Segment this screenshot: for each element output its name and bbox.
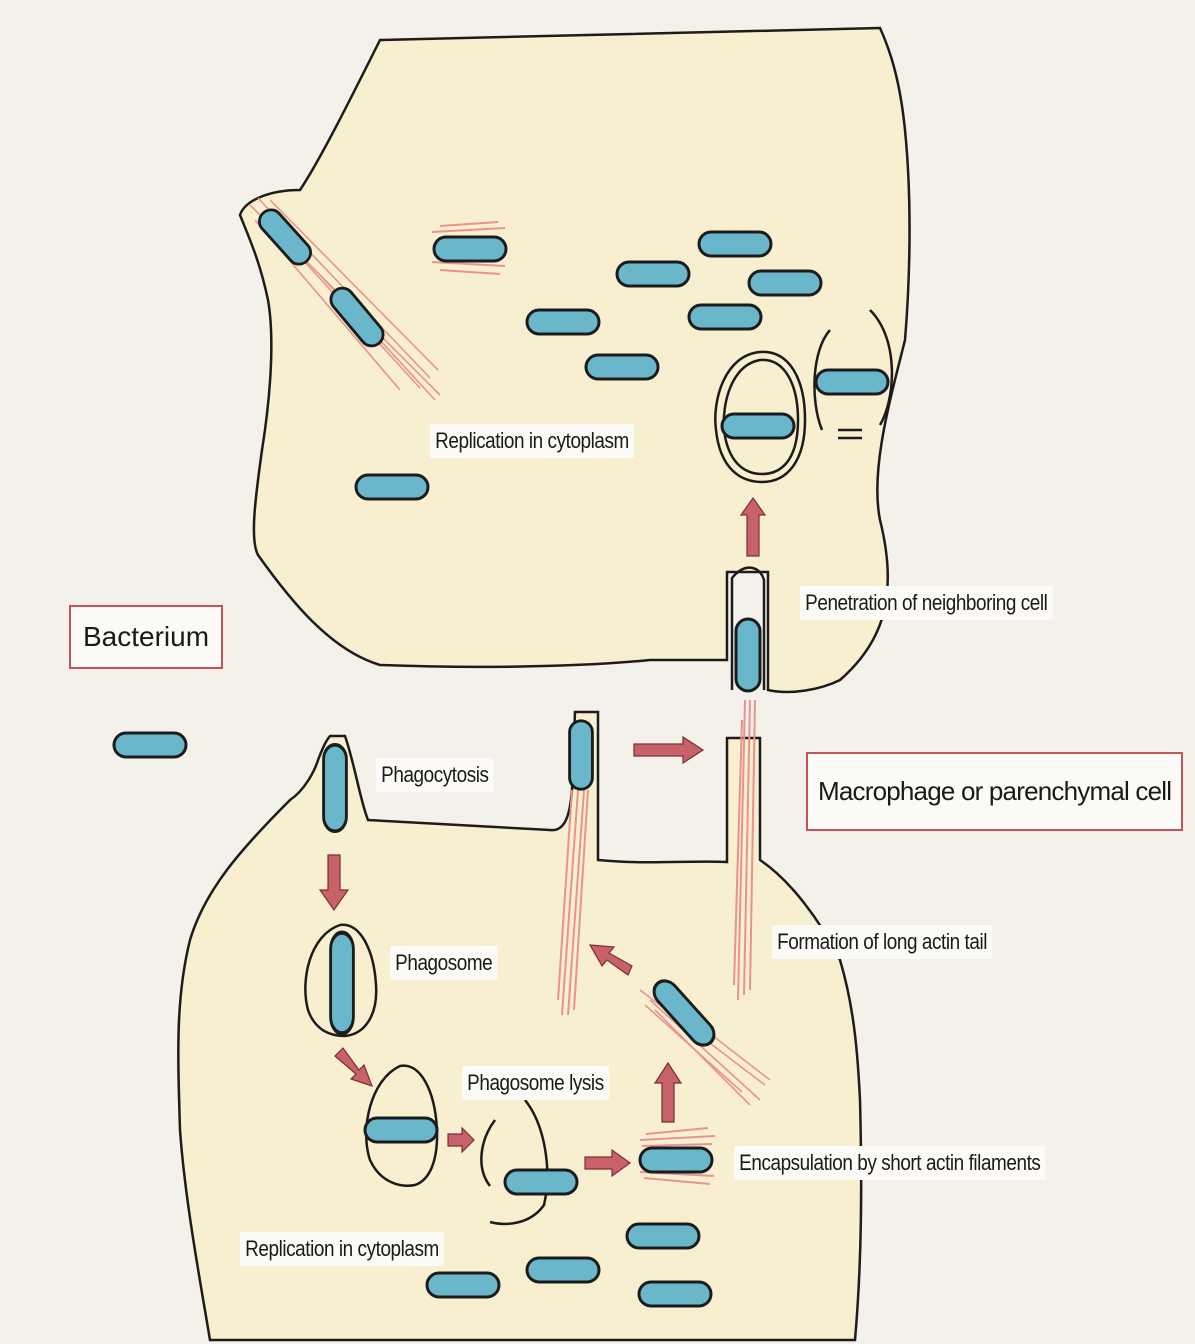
label-replication-top: Replication in cytoplasm <box>430 424 634 458</box>
label-phagocytosis: Phagocytosis <box>376 758 494 792</box>
bacterium-top-6 <box>749 271 821 295</box>
bacterium-top-7 <box>527 310 599 334</box>
bacterium-bottom-2 <box>527 1258 599 1282</box>
bacterium-in-fragment <box>816 370 888 394</box>
bacterium-top-10 <box>356 475 428 499</box>
bacterium-bottom-3 <box>427 1273 499 1297</box>
bacterium-top-3 <box>434 237 506 261</box>
label-phagosome-lysis: Phagosome lysis <box>462 1066 609 1100</box>
bacterium-bottom-1 <box>627 1224 699 1248</box>
free-bacterium <box>114 733 186 757</box>
bacterium-top-4 <box>699 232 771 256</box>
bacterium-bottom-4 <box>639 1282 711 1306</box>
bacterium-top-9 <box>586 355 658 379</box>
label-penetration: Penetration of neighboring cell <box>800 586 1053 620</box>
label-phagosome: Phagosome <box>390 946 497 980</box>
label-encapsulation: Encapsulation by short actin filaments <box>734 1146 1046 1180</box>
label-replication-bottom: Replication in cytoplasm <box>240 1232 444 1266</box>
bacterium-top-5 <box>617 262 689 286</box>
arrow-right-protrusion <box>634 737 703 763</box>
bacterium-penetrating <box>736 619 760 691</box>
bacterium-lysis-vacuole <box>365 1118 437 1142</box>
label-bacterium: Bacterium <box>69 605 223 669</box>
label-macrophage: Macrophage or parenchymal cell <box>806 752 1183 831</box>
bacterium-released <box>505 1170 577 1194</box>
bacterium-top-8 <box>689 305 761 329</box>
bacterium-in-vacuole <box>722 414 794 438</box>
label-formation: Formation of long actin tail <box>772 925 992 959</box>
bacterium-encapsulated <box>640 1148 712 1172</box>
